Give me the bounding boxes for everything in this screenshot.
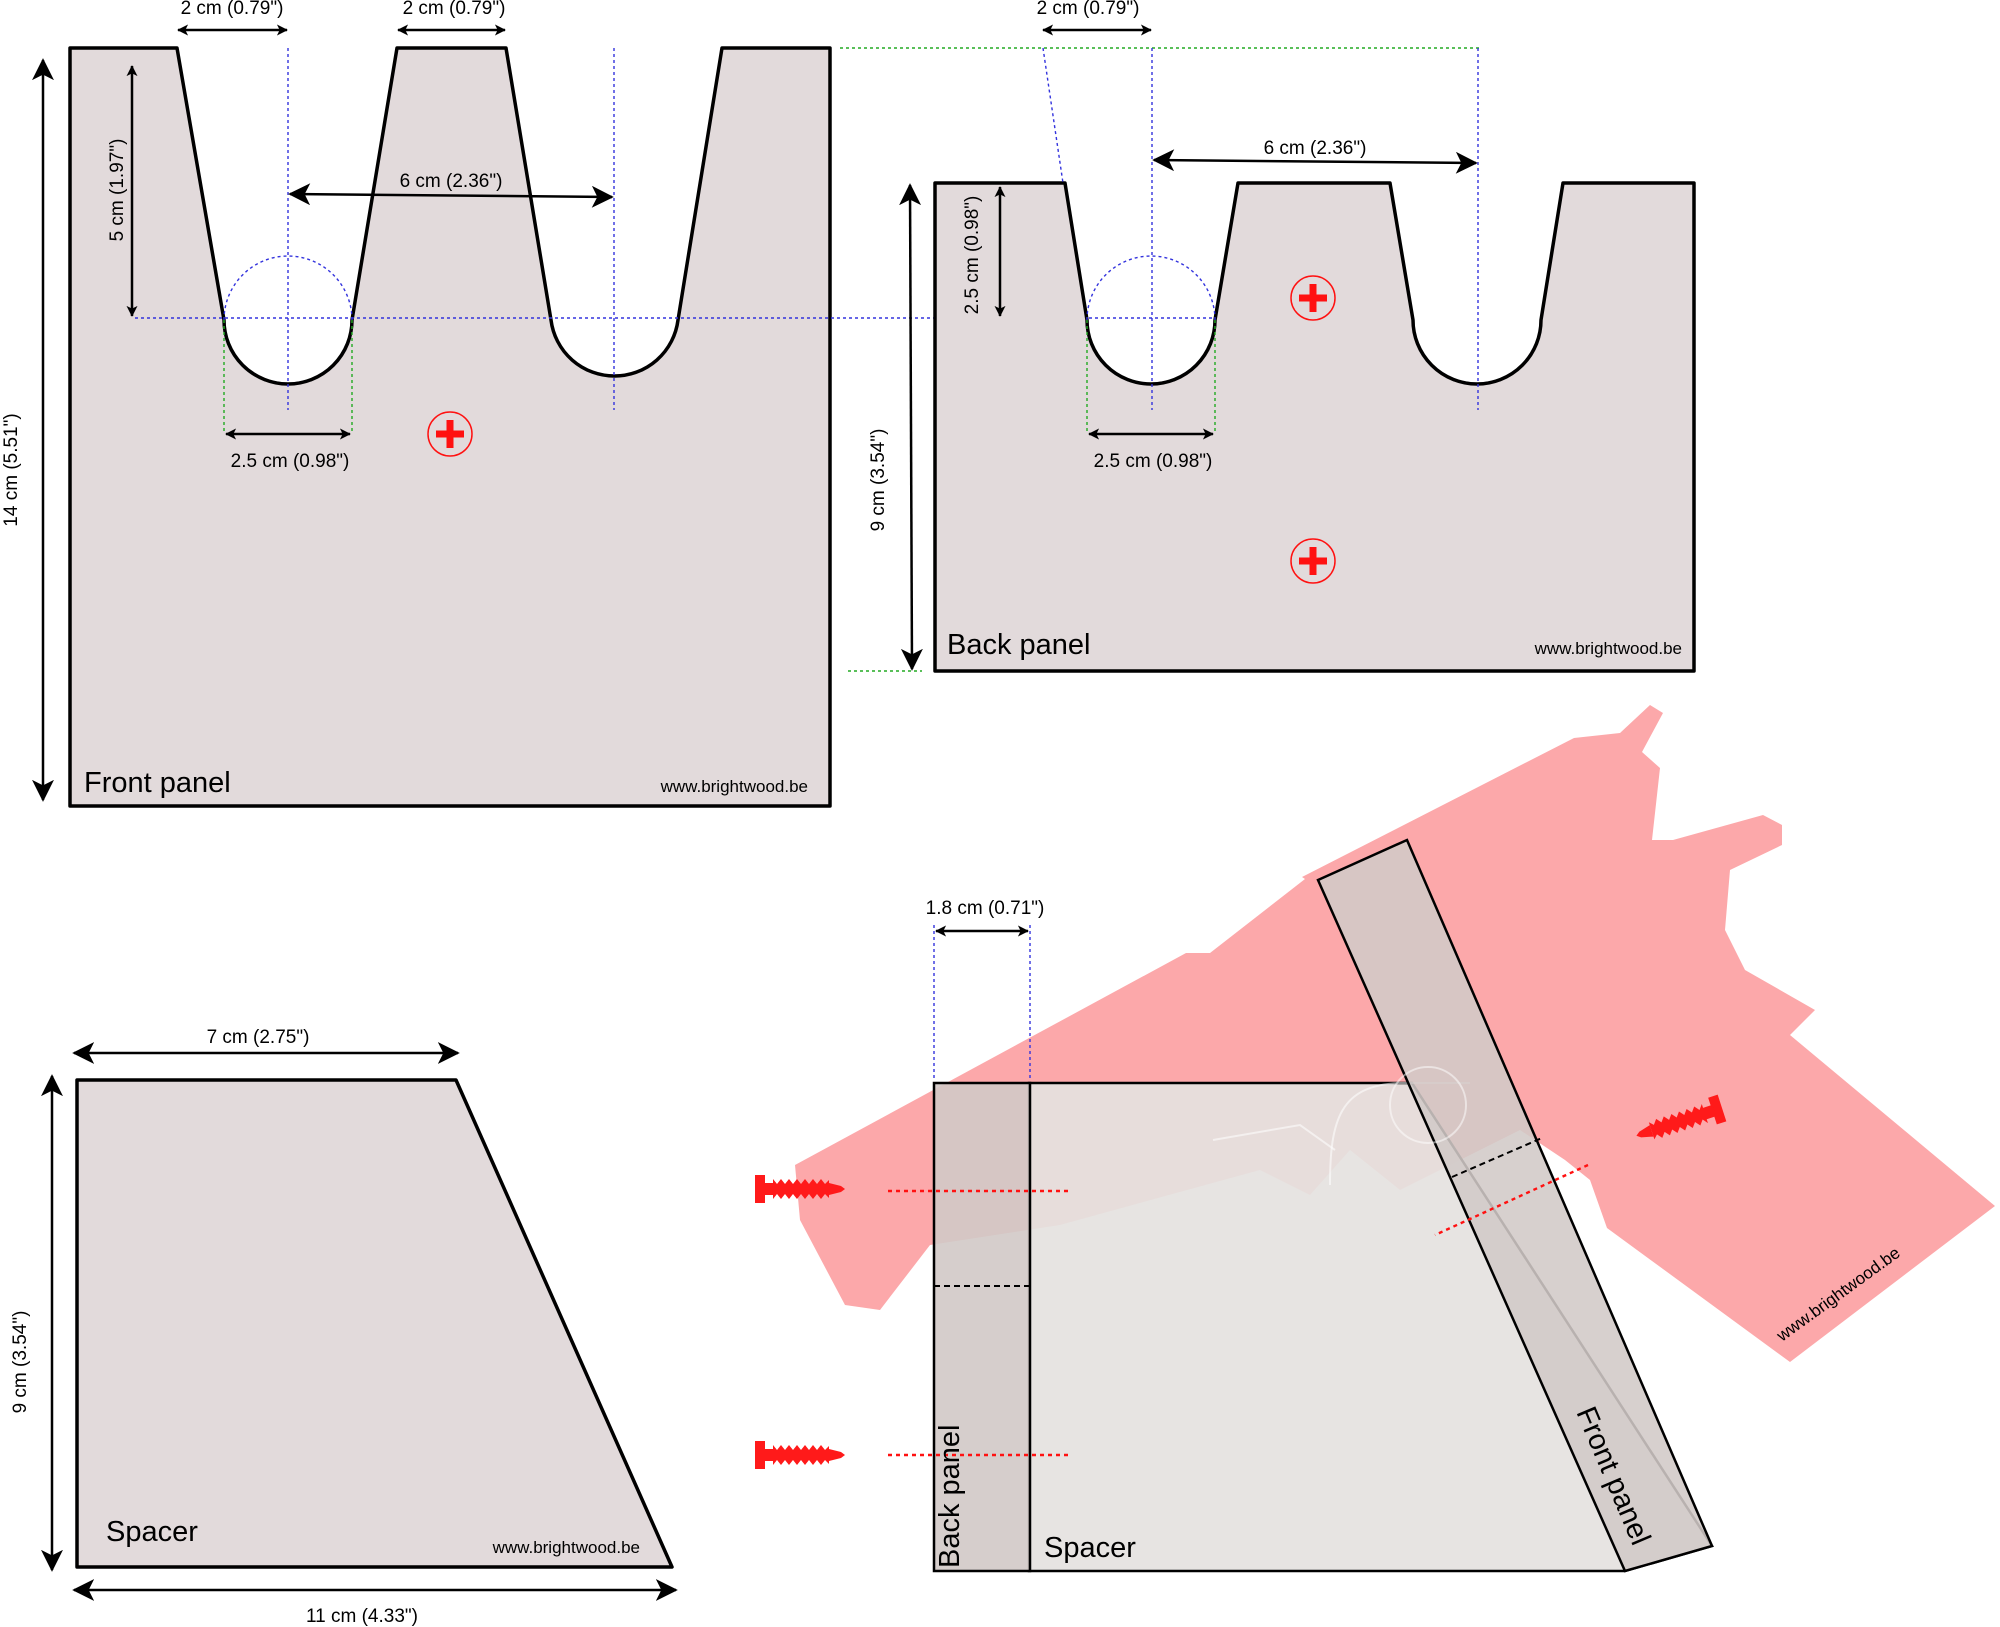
front-panel-website: www.brightwood.be xyxy=(660,777,808,796)
wall-screw-icon xyxy=(755,1441,845,1469)
assembly-thickness-label: 1.8 cm (0.71") xyxy=(926,898,1045,919)
front-panel-label: Front panel xyxy=(84,767,231,799)
front-panel-drawing: 2 cm (0.79") 2 cm (0.79") 5 cm (1.97") 6… xyxy=(1,0,1480,808)
back-panel-label: Back panel xyxy=(947,629,1091,661)
front-notch-width-label: 2.5 cm (0.98") xyxy=(231,451,350,472)
assembly-back-panel-label: Back panel xyxy=(934,1425,966,1569)
front-gap-right-label: 2 cm (0.79") xyxy=(403,0,506,19)
assembly-spacer-label: Spacer xyxy=(1044,1532,1136,1564)
assembly-back-panel xyxy=(932,1081,1032,1573)
assembly-front-panel xyxy=(1316,838,1714,1573)
spacer-label: Spacer xyxy=(106,1516,198,1548)
back-height-label: 9 cm (3.54") xyxy=(868,429,889,532)
spacer-height-label: 9 cm (3.54") xyxy=(10,1311,31,1414)
spacer-bottom-label: 11 cm (4.33") xyxy=(306,1606,418,1627)
back-panel-drawing: 2 cm (0.79") 6 cm (2.36") 2.5 cm (0.98")… xyxy=(848,0,1696,673)
spacer-drawing: 7 cm (2.75") 9 cm (3.54") 11 cm (4.33") … xyxy=(10,1027,678,1627)
assembly-drawing: 1.8 cm (0.71") Back panel Spacer Front p… xyxy=(755,705,1995,1573)
spacer-top-label: 7 cm (2.75") xyxy=(207,1027,310,1048)
back-panel-shape xyxy=(933,181,1696,673)
spacer-website: www.brightwood.be xyxy=(492,1538,640,1557)
back-notch-depth-label: 2.5 cm (0.98") xyxy=(962,196,983,315)
back-panel-website: www.brightwood.be xyxy=(1534,639,1682,658)
front-notch-depth-label: 5 cm (1.97") xyxy=(107,139,128,242)
back-notch-width-label: 2.5 cm (0.98") xyxy=(1094,451,1213,472)
front-gap-left-label: 2 cm (0.79") xyxy=(181,0,284,19)
front-height-label: 14 cm (5.51") xyxy=(1,413,22,526)
front-notch-spacing-label: 6 cm (2.36") xyxy=(400,171,503,192)
back-gap-label: 2 cm (0.79") xyxy=(1037,0,1140,19)
spacer-shape xyxy=(75,1078,674,1569)
back-notch-spacing-label: 6 cm (2.36") xyxy=(1264,138,1367,159)
